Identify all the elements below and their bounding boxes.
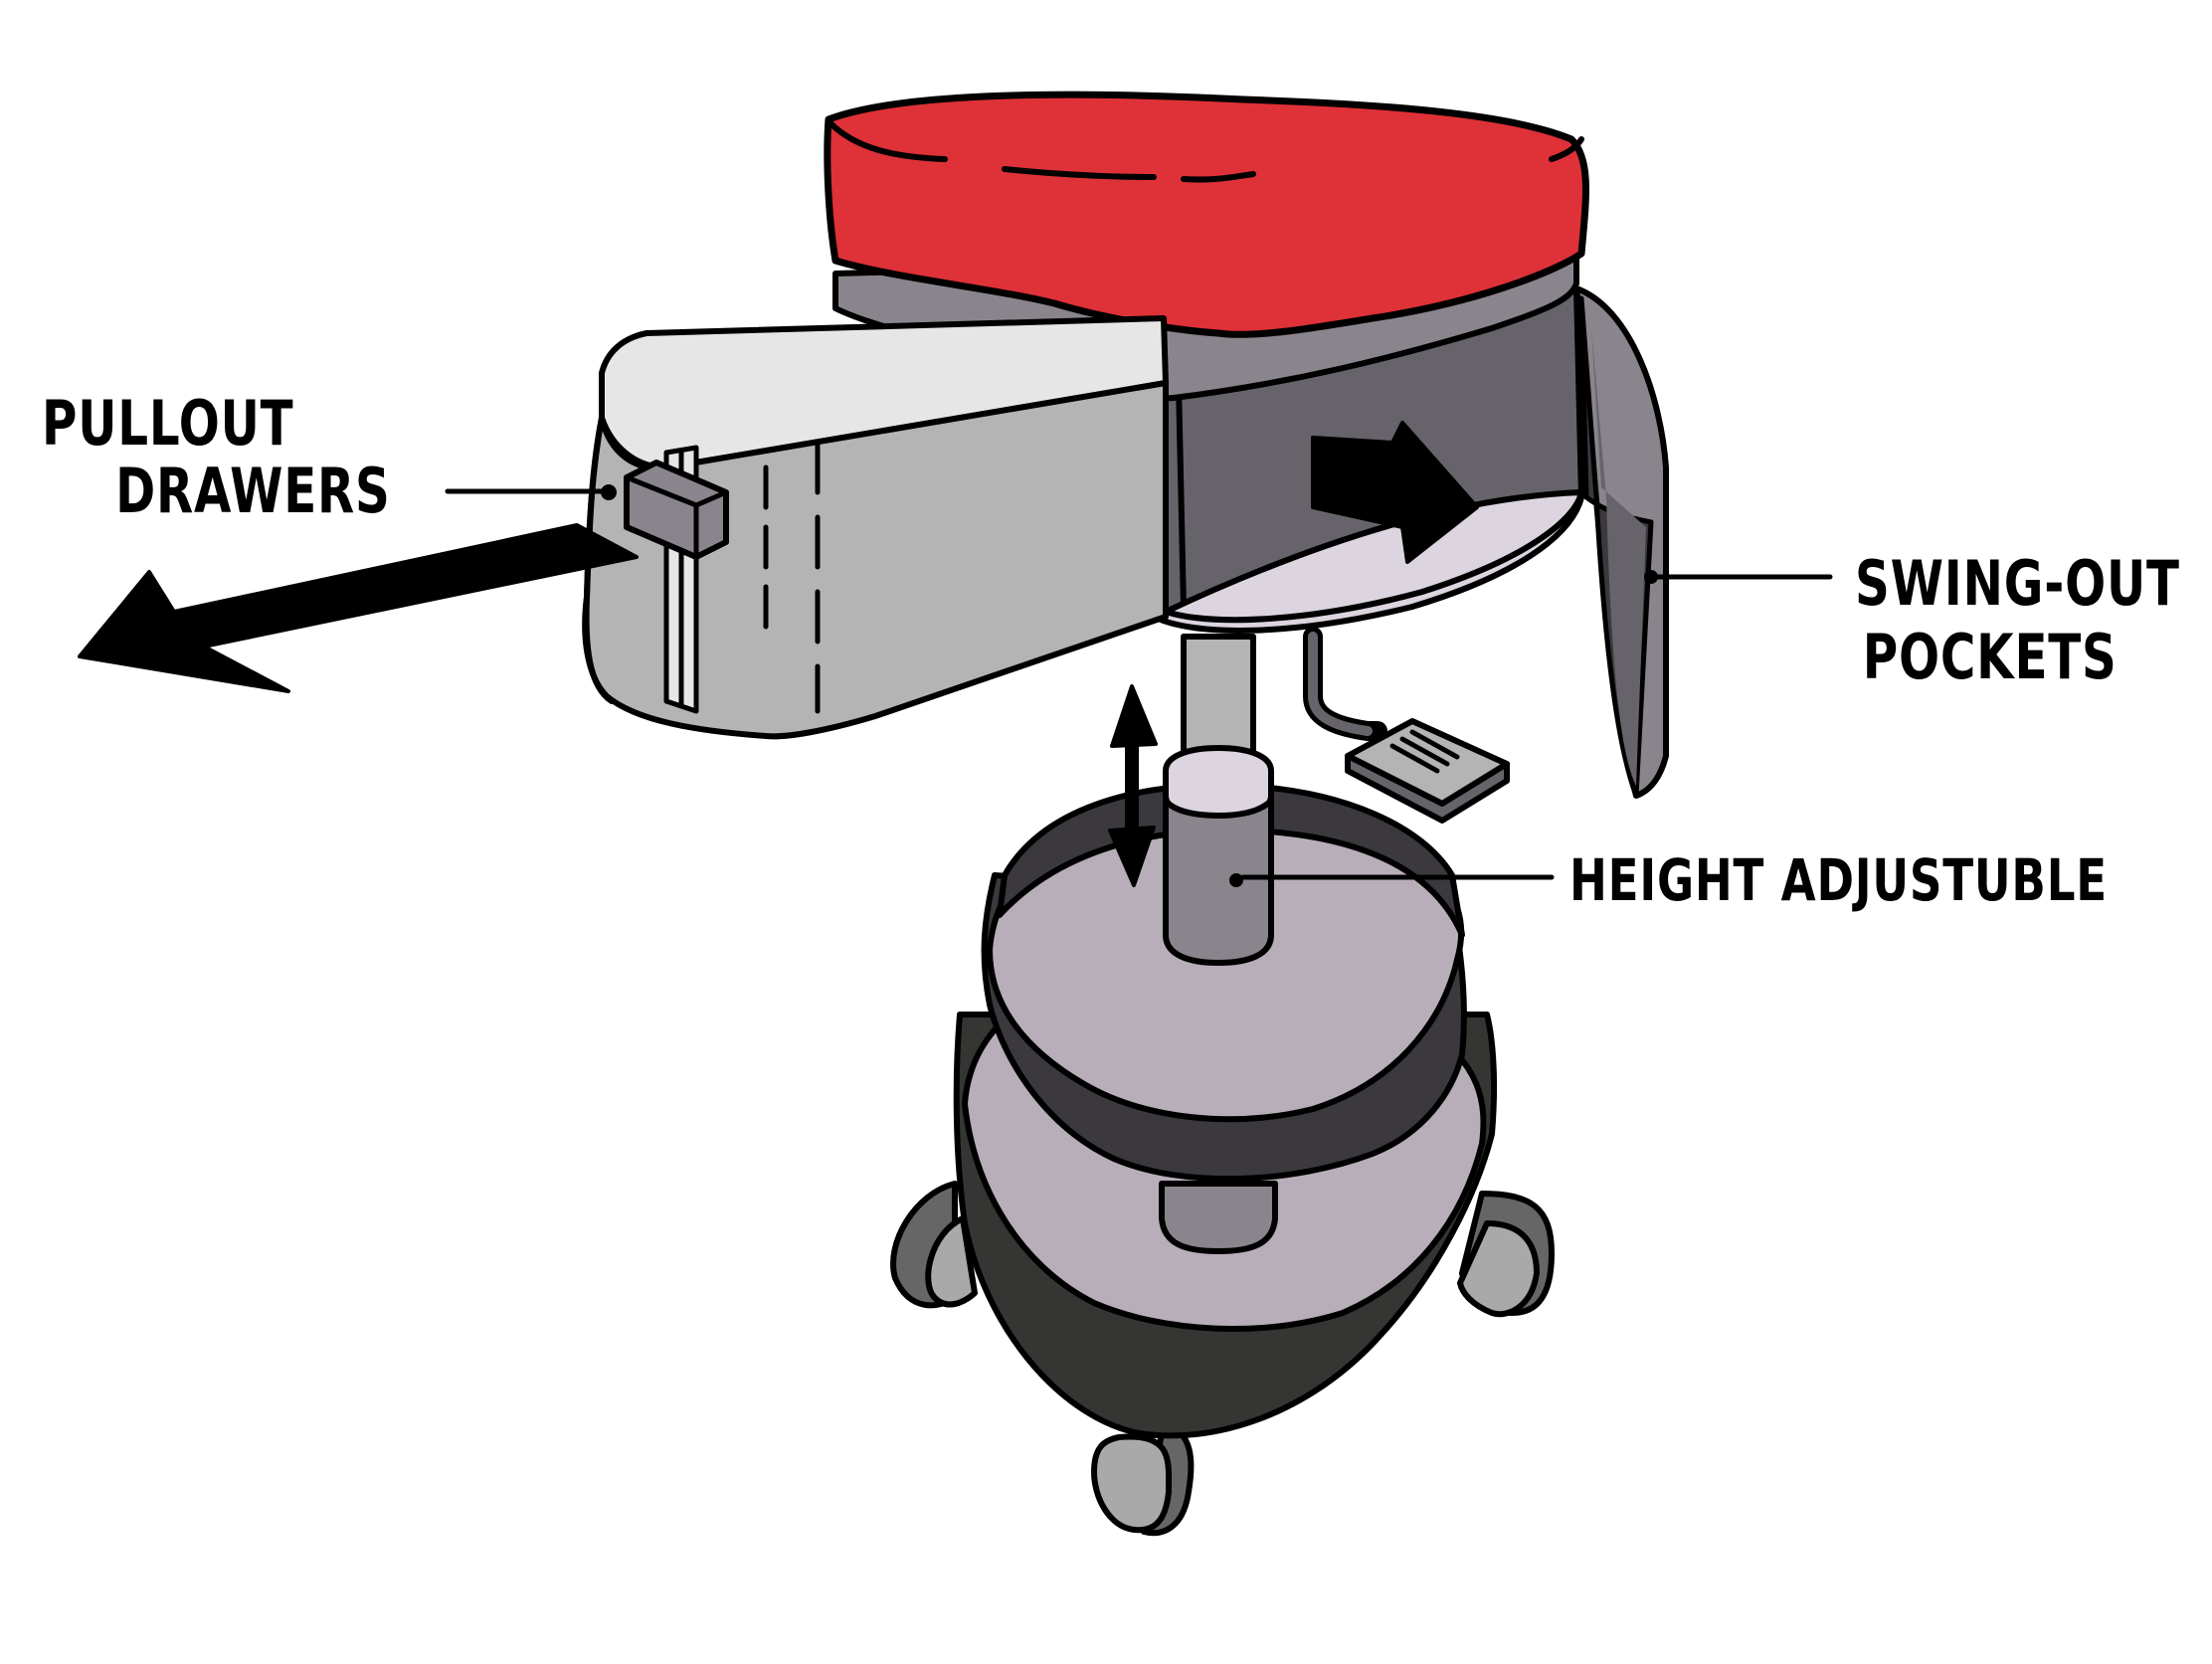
wheel-front — [1091, 1419, 1195, 1537]
label-swing-out-pockets: SWING-OUT POCKETS — [1855, 553, 2180, 688]
base-post-stub — [1159, 1181, 1278, 1254]
label-height-adjustable: HEIGHT ADJUSTUBLE — [1569, 851, 2108, 909]
wheel-right — [1457, 1191, 1555, 1318]
label-line: PULLOUT — [42, 387, 294, 460]
pullout-arrow-icon — [78, 523, 639, 693]
label-line: SWING-OUT — [1855, 547, 2180, 620]
label-line: POCKETS — [1862, 621, 2118, 693]
label-pullout-drawers: PULLOUT DRAWERS — [42, 393, 391, 522]
pole — [1163, 634, 1274, 966]
wheel-left — [890, 1181, 978, 1309]
label-line: DRAWERS — [115, 455, 391, 527]
pullout-drawer — [582, 315, 1169, 740]
swing-arrow-icon — [1311, 421, 1479, 564]
height-lever — [1303, 627, 1510, 824]
height-arrow-icon — [1108, 684, 1158, 887]
leader-lines — [445, 488, 1833, 880]
seat-cushion — [824, 91, 1589, 338]
label-line: HEIGHT ADJUSTUBLE — [1569, 846, 2108, 914]
